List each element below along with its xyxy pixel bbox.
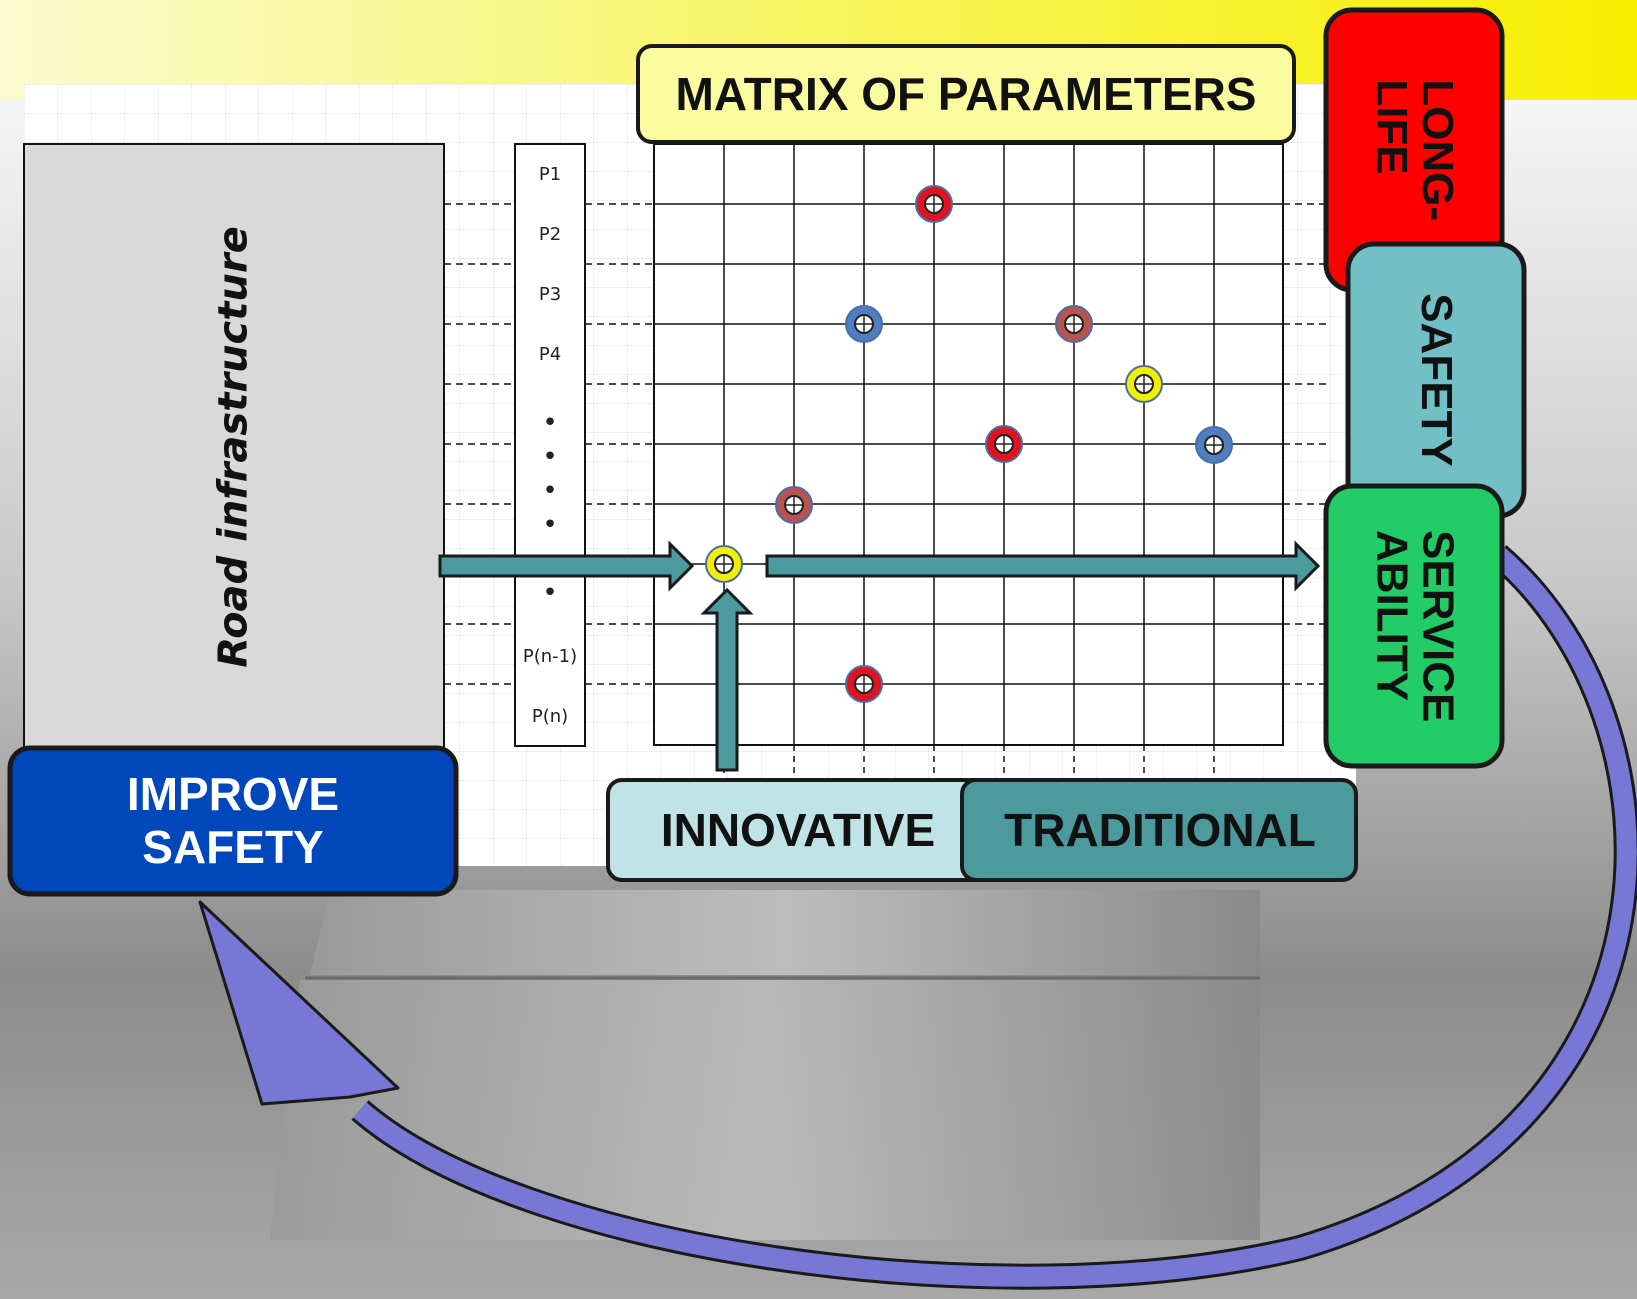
param-p1: P1 xyxy=(538,164,562,185)
long-life-line2: LIFE xyxy=(1366,79,1416,175)
improve-safety-line1: IMPROVE xyxy=(126,768,340,821)
long-life-line1: LONG- xyxy=(1413,79,1463,221)
param-p2: P2 xyxy=(538,224,562,245)
matrix-marker xyxy=(845,305,883,343)
matrix-marker xyxy=(845,665,883,703)
road-infrastructure-box xyxy=(23,143,445,750)
improve-safety-line2: SAFETY xyxy=(142,821,324,873)
loop-arrow-fill xyxy=(353,547,1637,1287)
safety-label: SAFETY xyxy=(1348,244,1524,516)
serviceability-line2: ABILITY xyxy=(1367,529,1416,701)
param-p-n: P(n) xyxy=(531,706,569,727)
arrow-infrastructure-to-matrix xyxy=(438,540,695,592)
serviceability-text: SERVICE ABILITY xyxy=(1367,529,1463,723)
road-infrastructure-label: Road infrastructure xyxy=(24,144,444,749)
param-dot-3: • xyxy=(542,476,558,506)
matrix-marker xyxy=(1195,426,1233,464)
long-life-text: LONG- LIFE xyxy=(1366,79,1463,221)
matrix-title-box xyxy=(636,44,1296,144)
improve-safety-box xyxy=(7,745,459,897)
innovative-label: INNOVATIVE xyxy=(660,804,936,856)
matrix-markers xyxy=(705,185,1233,703)
step-lower xyxy=(270,980,1260,1240)
serviceability-line1: SERVICE xyxy=(1413,529,1463,723)
matrix-marker xyxy=(1055,305,1093,343)
param-p-n-minus-1: P(n-1) xyxy=(522,646,578,667)
param-p3: P3 xyxy=(538,284,562,305)
arrow-to-serviceability xyxy=(765,540,1321,592)
serviceability-box xyxy=(1323,483,1505,769)
matrix-marker xyxy=(1125,365,1163,403)
parameter-matrix xyxy=(653,143,1284,775)
param-dot-4: • xyxy=(542,510,558,540)
traditional-label: TRADITIONAL xyxy=(1004,804,1316,856)
loop-arrow-head xyxy=(198,900,400,1106)
road-infrastructure-text: Road infrastructure xyxy=(211,225,258,668)
matrix-marker xyxy=(985,425,1023,463)
param-dot-5: • xyxy=(542,578,558,608)
serviceability-label: SERVICE ABILITY xyxy=(1326,486,1502,766)
arrow-innovative-up xyxy=(700,587,754,772)
step-upper xyxy=(310,890,1260,975)
improve-safety-label: IMPROVE SAFETY xyxy=(10,748,456,894)
matrix-title: MATRIX OF PARAMETERS xyxy=(675,68,1257,120)
matrix-marker xyxy=(705,545,743,583)
matrix-marker xyxy=(775,486,813,524)
matrix-marker xyxy=(915,185,953,223)
param-p4: P4 xyxy=(538,344,562,365)
parameter-column xyxy=(514,143,586,747)
param-dot-1: • xyxy=(542,408,558,438)
traditional-box xyxy=(960,778,1358,882)
param-dot-2: • xyxy=(542,442,558,472)
safety-text: SAFETY xyxy=(1411,293,1461,467)
